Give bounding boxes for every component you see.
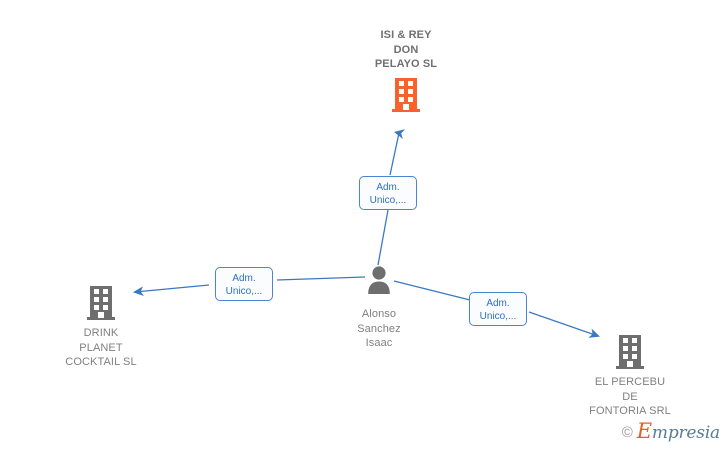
brand-rest: mpresia [651, 423, 720, 443]
node-label-alonso-sanchez-isaac: Alonso Sanchez Isaac [357, 308, 401, 349]
edge-label-line2: Unico,... [225, 286, 263, 297]
building-icon [336, 72, 476, 112]
edge-label-line1: Adm. [376, 182, 400, 193]
edge-label-to-isi-rey[interactable]: Adm. Unico,... [359, 176, 417, 210]
node-label-drink-planet-cocktail: DRINK PLANET COCKTAIL SL [65, 327, 137, 368]
building-icon [560, 333, 700, 373]
person-icon [309, 265, 449, 305]
copyright-icon: © [621, 424, 633, 441]
node-el-percebu-de-fontoria[interactable]: EL PERCEBU DE FONTORIA SRL [560, 333, 700, 419]
node-label-el-percebu-de-fontoria: EL PERCEBU DE FONTORIA SRL [589, 376, 671, 417]
empresia-watermark: © Empresia [621, 421, 720, 443]
edge-label-line2: Unico,... [479, 311, 517, 322]
node-label-isi-rey-don-pelayo: ISI & REY DON PELAYO SL [374, 29, 438, 70]
node-drink-planet-cocktail[interactable]: DRINK PLANET COCKTAIL SL [31, 284, 171, 370]
brand-name: Empresia [637, 421, 720, 443]
edge-label-to-el-percebu[interactable]: Adm. Unico,... [469, 292, 527, 326]
building-icon [31, 284, 171, 324]
brand-initial: E [636, 419, 652, 443]
edge-label-line1: Adm. [486, 298, 510, 309]
node-alonso-sanchez-isaac[interactable]: Alonso Sanchez Isaac [309, 265, 449, 351]
edge-label-line1: Adm. [232, 273, 256, 284]
edge-label-to-drink-planet[interactable]: Adm. Unico,... [215, 267, 273, 301]
node-isi-rey-don-pelayo[interactable]: ISI & REY DON PELAYO SL [336, 28, 476, 112]
edge-label-line2: Unico,... [369, 195, 407, 206]
